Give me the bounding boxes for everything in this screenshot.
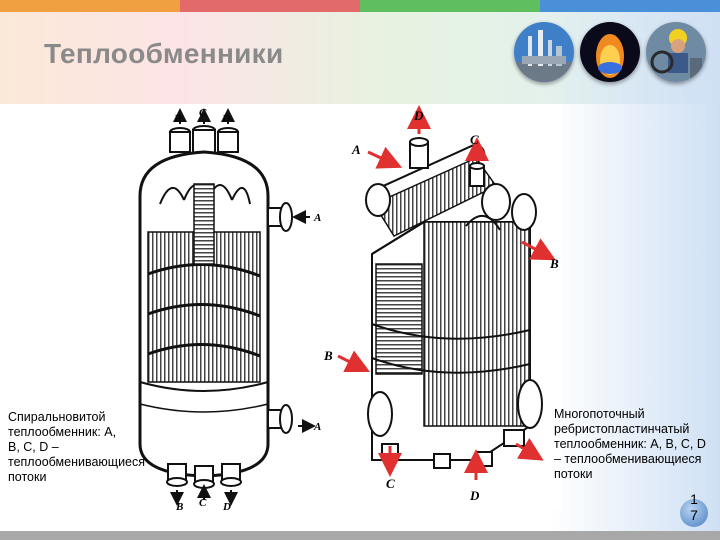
label-right-c-top: C [470,132,479,147]
label-left-b-bottom: B [175,501,183,510]
plate-fin-exchanger: D C A B B C D [323,105,559,503]
right-gradient [550,12,720,532]
label-right-d-top: D [413,108,424,123]
top-color-bar [0,0,720,12]
slide-number-badge: 17 [680,491,708,527]
slide-title: Теплообменники [44,38,284,69]
label-right-a: A [351,142,361,157]
label-right-b-right: B [549,256,559,271]
label-left-c-top: C [199,107,207,119]
label-right-b-left: B [323,348,333,363]
label-left-d-bottom: D [222,501,231,510]
label-right-c-bottom: C [386,476,395,491]
label-right-d-bottom: D [469,488,480,503]
spiral-wound-exchanger: B C D A A B C D [138,107,321,513]
gas-flame-icon [580,22,640,82]
worker-valve-icon [646,22,706,82]
label-left-a-bottom: A [313,421,321,433]
footer-bar [0,531,720,540]
heat-exchanger-diagram: B C D A A B C D [124,104,562,513]
refinery-icon [514,22,574,82]
label-left-d-top: D [221,113,230,125]
label-left-c-bottom: C [199,497,207,509]
header-icons [514,22,706,82]
caption-spiral-wound: Спиральновитой теплообменник: A, B, C, D… [8,410,146,484]
caption-plate-fin: Многопоточный ребристопластинчатый тепло… [554,407,706,481]
label-left-b-top: B [173,113,181,125]
slide-number: 17 [690,491,698,523]
label-left-a-top: A [313,212,321,224]
